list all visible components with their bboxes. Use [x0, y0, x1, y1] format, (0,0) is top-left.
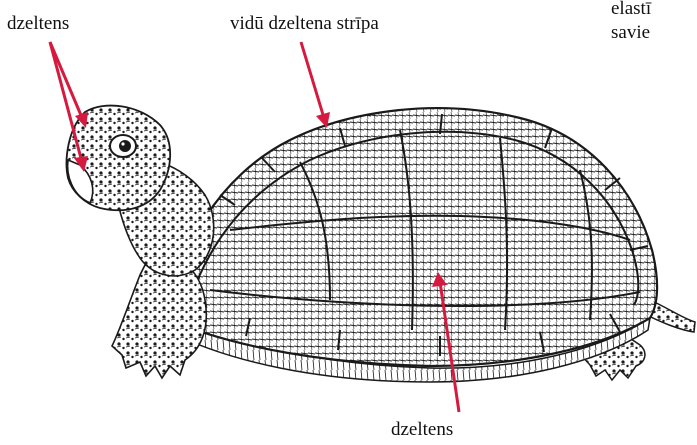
label-clipped-line-1: elastī: [611, 0, 697, 21]
turtle-eye: [110, 135, 136, 157]
arrow-head-lower: [50, 42, 82, 162]
turtle-carapace: [170, 108, 657, 366]
label-clipped-text: elastī savie: [611, 0, 697, 45]
label-shell-yellow: dzeltens: [391, 420, 453, 439]
label-head-yellow: dzeltens: [7, 14, 69, 33]
arrow-stripe: [301, 42, 324, 118]
label-clipped-line-2: savie: [611, 21, 697, 45]
label-middle-stripe: vidū dzeltena strīpa: [230, 14, 379, 33]
